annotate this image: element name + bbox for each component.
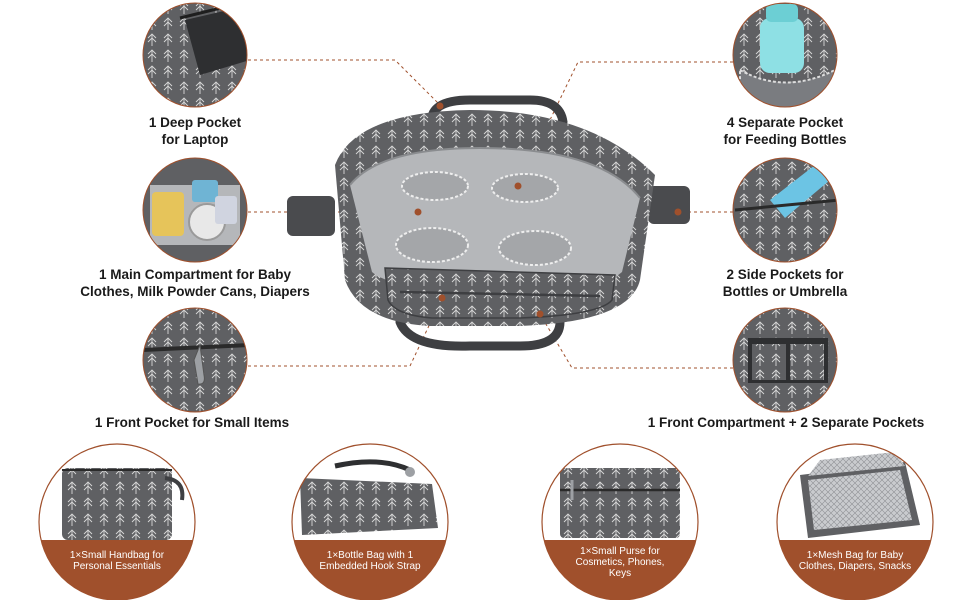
accessory-label-handbag: 1×Small Handbag for Personal Essentials <box>69 550 165 572</box>
accessory-label-bottle-bag: 1×Bottle Bag with 1 Embedded Hook Strap <box>319 550 421 572</box>
detail-side-pockets <box>732 157 838 263</box>
accessory-small-purse <box>541 443 699 600</box>
detail-laptop-pocket <box>142 2 248 108</box>
detail-front-compartment <box>732 307 838 413</box>
callout-front-pocket: 1 Front Pocket for Small Items <box>94 415 290 430</box>
accessory-bottle-bag <box>291 443 449 600</box>
detail-main-compartment <box>142 157 248 263</box>
accessory-small-handbag <box>38 443 196 600</box>
main-diaper-bag <box>287 95 690 351</box>
detail-bottle-pockets <box>732 2 838 108</box>
accessory-label-mesh-bag: 1×Mesh Bag for Baby Clothes, Diapers, Sn… <box>798 550 912 572</box>
callout-front-compartment: 1 Front Compartment + 2 Separate Pockets <box>647 415 925 430</box>
callout-main-compartment: 1 Main Compartment for Baby Clothes, Mil… <box>80 267 310 299</box>
accessory-mesh-bag <box>776 443 934 600</box>
callout-laptop-pocket: 1 Deep Pocket for Laptop <box>148 115 242 147</box>
detail-front-pocket <box>142 307 248 413</box>
callout-bottle-pockets: 4 Separate Pocket for Feeding Bottles <box>723 115 847 147</box>
accessory-label-purse: 1×Small Purse for Cosmetics, Phones, Key… <box>575 546 665 579</box>
callout-side-pockets: 2 Side Pockets for Bottles or Umbrella <box>722 267 848 299</box>
